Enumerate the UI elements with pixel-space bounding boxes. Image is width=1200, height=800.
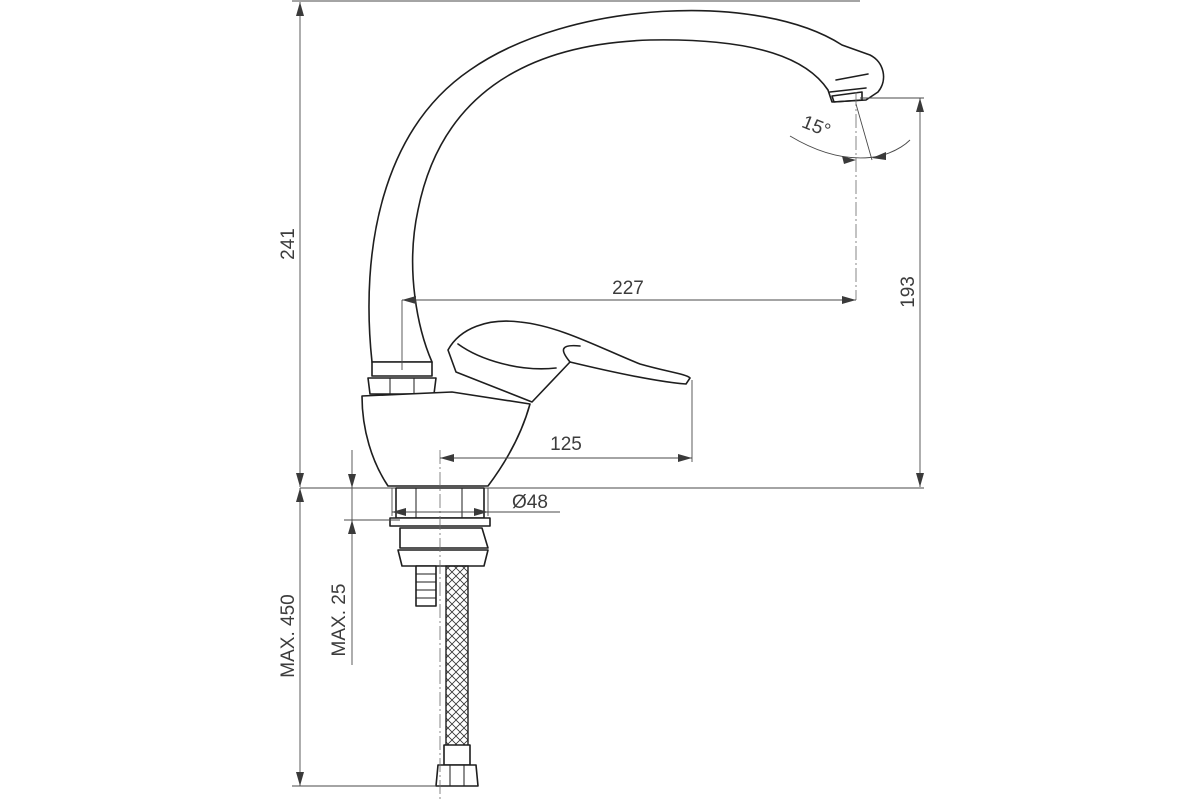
- label-193: 193: [898, 276, 919, 308]
- label-125: 125: [550, 434, 582, 455]
- hose-ferrule: [443, 744, 471, 766]
- mounting-hardware: [300, 487, 924, 787]
- spout: [368, 9, 885, 363]
- aerator: [831, 91, 863, 103]
- threaded-rod: [415, 565, 437, 607]
- spout-nut: [367, 377, 437, 395]
- label-48: Ø48: [512, 492, 548, 513]
- faucet-outline: [361, 9, 885, 487]
- dim-15-arc: [789, 135, 911, 159]
- flexible-hose: [445, 565, 469, 763]
- mixer-body: [361, 391, 531, 487]
- lever-detail: [457, 343, 581, 370]
- label-max450: MAX. 450: [278, 594, 299, 677]
- label-max25: MAX. 25: [329, 584, 350, 657]
- label-241: 241: [278, 228, 299, 260]
- hose-end-nut: [435, 764, 479, 787]
- center-lines: [439, 92, 857, 800]
- label-15: 15°: [799, 112, 834, 142]
- spout-nozzle: [829, 73, 869, 93]
- label-227: 227: [612, 278, 644, 299]
- mounting-plate: [399, 527, 489, 549]
- dimension-lines: [292, 0, 924, 787]
- mounting-nut: [397, 549, 489, 567]
